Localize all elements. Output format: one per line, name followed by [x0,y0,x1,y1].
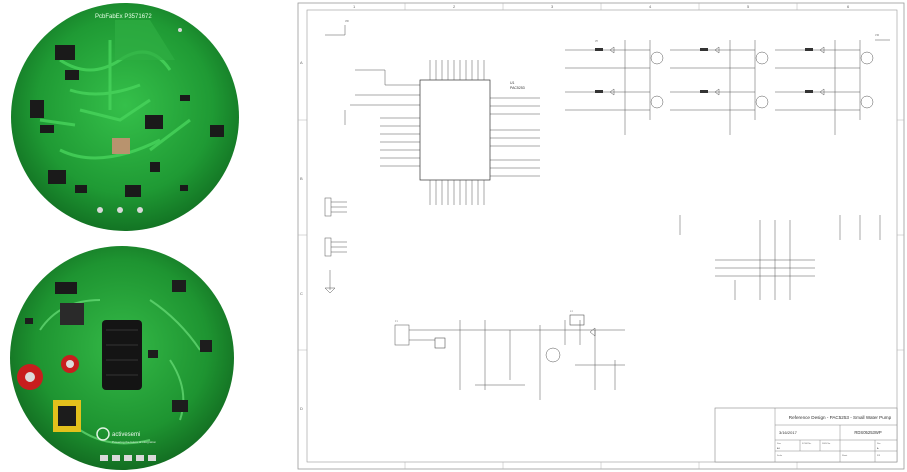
mcu-ref: U1 [510,81,515,85]
svg-text:VDD: VDD [345,20,350,23]
frame-row-c: C [300,291,303,296]
frame-col-3: 3 [551,4,554,9]
rev-value: A [877,447,879,450]
pcb-bottom-photo: activesemi Powering the future of integr… [0,240,250,472]
logo-text: activesemi [112,432,140,438]
power-supply [394,320,625,400]
sheet-value: 1/1 [877,455,881,457]
connectors [324,197,347,294]
frame-col-6: 6 [847,4,850,9]
inductor [112,138,130,154]
sense-network [679,215,881,300]
svg-text:VIN: VIN [875,34,880,37]
frame-col-5: 5 [747,4,750,9]
title-block-title: Reference Design - PAC5253 - Small Water… [789,415,892,420]
frame-row-a: A [300,60,303,65]
mcu-part: PAC5253 [510,86,525,90]
svg-text:J1: J1 [395,320,398,323]
electrolytic-capacitor-large [102,320,142,390]
size-label: Size [777,443,782,445]
title-block: Reference Design - PAC5253 - Small Water… [714,407,898,463]
frame-row-b: B [300,176,303,181]
frame-col-2: 2 [453,4,456,9]
rev-label: Rev [877,443,881,445]
svg-text:VM: VM [595,40,598,43]
sheet-border [306,9,898,463]
size-value: A3 [777,447,780,450]
title-block-doc-number: RDS05253WP [854,430,881,435]
sheet-label: Sheet [842,454,848,457]
frame-col-4: 4 [649,4,652,9]
pcb-top-photo: PcbFabEx P3571672 [0,0,250,235]
schematic-sheet: 1 2 3 4 5 6 A B C D U1 PAC5253 [297,2,905,470]
frame-row-d: D [300,406,303,411]
pcb-silkscreen-text: PcbFabEx P3571672 [95,14,152,20]
svg-text:L1: L1 [570,310,573,313]
activesemi-logo-icon [96,427,110,441]
frame-col-1: 1 [353,4,356,9]
dwg-label: DWG No. [822,443,831,445]
fcsm-label: FCSM No. [802,443,812,445]
bridge-circuits [565,39,890,135]
scale-label: Scale [777,455,783,457]
mcu-symbol [419,79,491,181]
sheet-frame [297,2,905,470]
title-block-date: 3/16/2017 [779,430,798,435]
logo-tagline: Powering the future of integration [112,440,157,444]
mcu-chip [60,303,84,325]
